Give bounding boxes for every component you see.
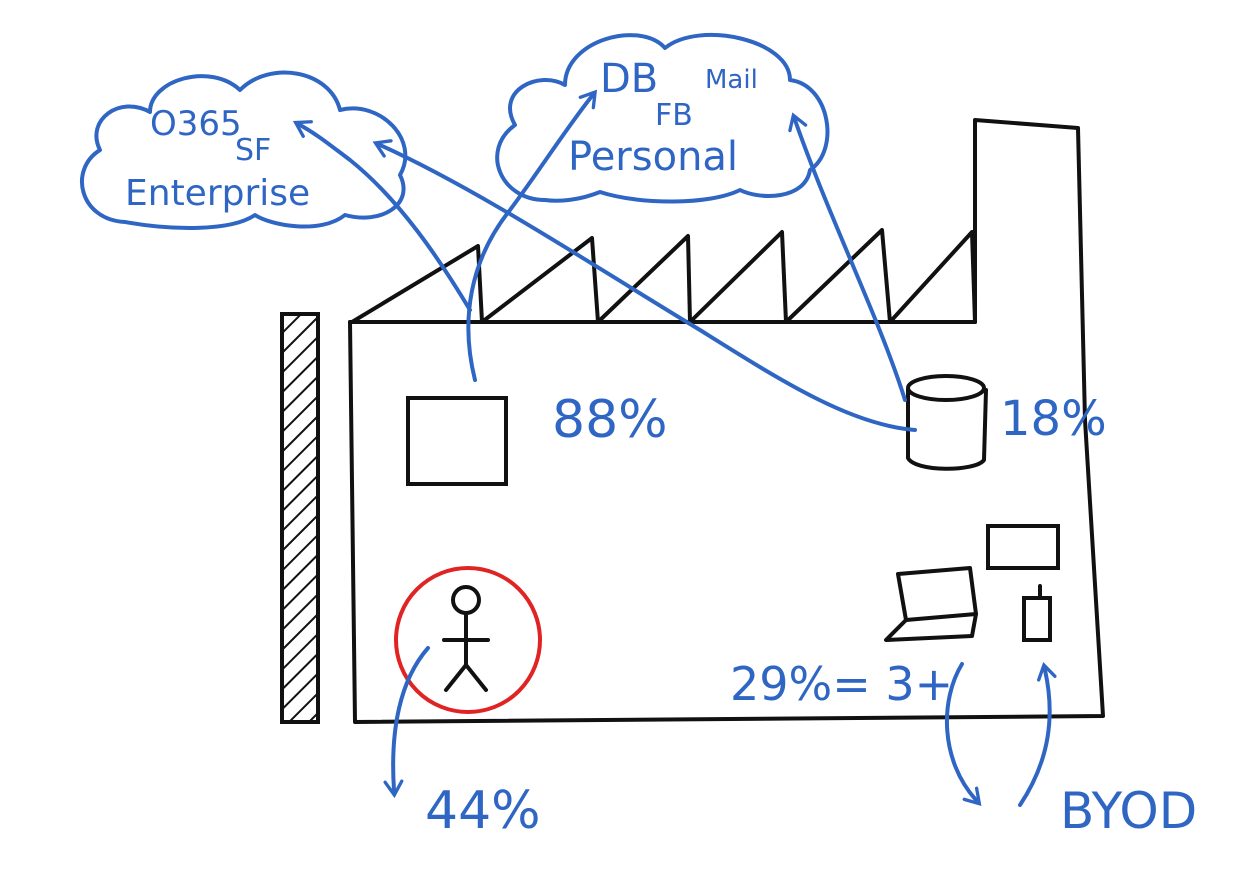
stat-devices: 29%= 3+ xyxy=(730,657,953,711)
stat-data-store: 18% xyxy=(1000,391,1107,447)
phone-icon xyxy=(1022,584,1052,642)
laptop-icon xyxy=(884,566,978,642)
stat-on-premise-apps: 88% xyxy=(552,390,668,450)
cloud-personal-mail: Mail xyxy=(705,65,758,95)
wall-icon xyxy=(280,312,320,724)
enterprise-cloud: O365 SF Enterprise xyxy=(80,70,408,230)
person-icon xyxy=(394,566,542,714)
arrow-icon xyxy=(292,89,1057,807)
cloud-enterprise-line1: O365 xyxy=(150,104,242,144)
database-icon xyxy=(906,374,988,471)
cloud-personal-line1: DB xyxy=(600,56,658,102)
personal-cloud: DB Mail FB Personal xyxy=(495,33,830,204)
cloud-enterprise-line2: SF xyxy=(235,133,271,168)
cloud-icon xyxy=(80,70,408,230)
window-icon xyxy=(406,396,508,486)
factory-icon xyxy=(348,118,1105,724)
cloud-personal-line2: FB xyxy=(655,98,693,133)
cloud-enterprise-line3: Enterprise xyxy=(125,173,310,214)
monitor-icon xyxy=(986,524,1060,570)
stat-people-leaving: 44% xyxy=(425,781,541,841)
cloud-personal-line3: Personal xyxy=(568,134,738,180)
byod-label: BYOD xyxy=(1060,782,1197,840)
cloud-icon xyxy=(495,33,830,204)
